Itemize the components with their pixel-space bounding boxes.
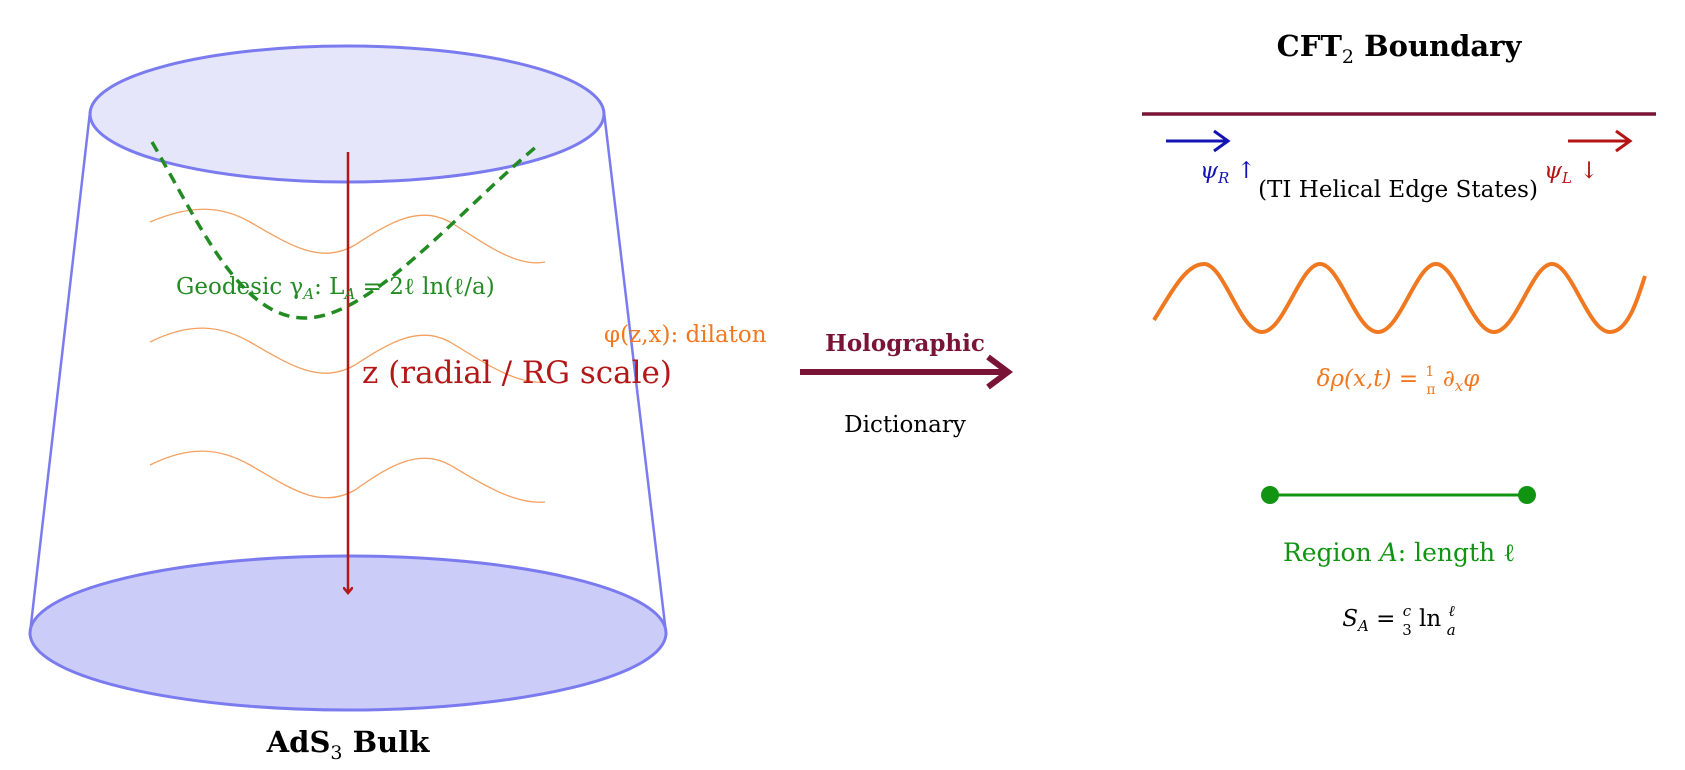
psi-r-arrow-head: [1213, 129, 1231, 153]
psi-l-label: ψL ↓: [1544, 158, 1599, 187]
dilaton-wave-2: [149, 327, 546, 383]
dictionary-top-label: Holographic: [825, 330, 985, 357]
boundary-title: CFT2 Boundary: [1277, 29, 1523, 68]
edge-states-label: (TI Helical Edge States): [1258, 177, 1538, 203]
cft-boundary: CFT2 Boundary ψR ↑ ψL ↓ (TI Helical Edge…: [1142, 29, 1656, 639]
radial-label: z (radial / RG scale): [362, 355, 672, 391]
geodesic-curve: [150, 141, 539, 320]
psi-l-arrow-head: [1615, 129, 1633, 153]
region-a-right-endpoint: [1518, 486, 1536, 504]
dictionary-bottom-label: Dictionary: [844, 412, 966, 438]
bulk-title: AdS3 Bulk: [266, 725, 431, 764]
bulk-right-wall: [602, 111, 668, 634]
density-wave: [1152, 261, 1647, 335]
region-a-left-endpoint: [1261, 486, 1279, 504]
psi-r-label: ψR ↑: [1200, 158, 1256, 187]
dilaton-label: φ(z,x): dilaton: [604, 322, 767, 348]
ads-bulk: Geodesic γA: LA = 2ℓ ln(ℓ/a) φ(z,x): dil…: [28, 44, 767, 764]
geodesic-label: Geodesic γA: LA = 2ℓ ln(ℓ/a): [176, 274, 495, 303]
bulk-left-wall: [28, 111, 92, 634]
region-a-label: Region A: length ℓ: [1283, 538, 1515, 567]
dilaton-wave-3: [149, 450, 546, 503]
holographic-dictionary: Holographic Dictionary: [800, 330, 1013, 438]
dilaton-wave-1: [149, 208, 546, 264]
dictionary-arrow-head: [986, 354, 1013, 390]
